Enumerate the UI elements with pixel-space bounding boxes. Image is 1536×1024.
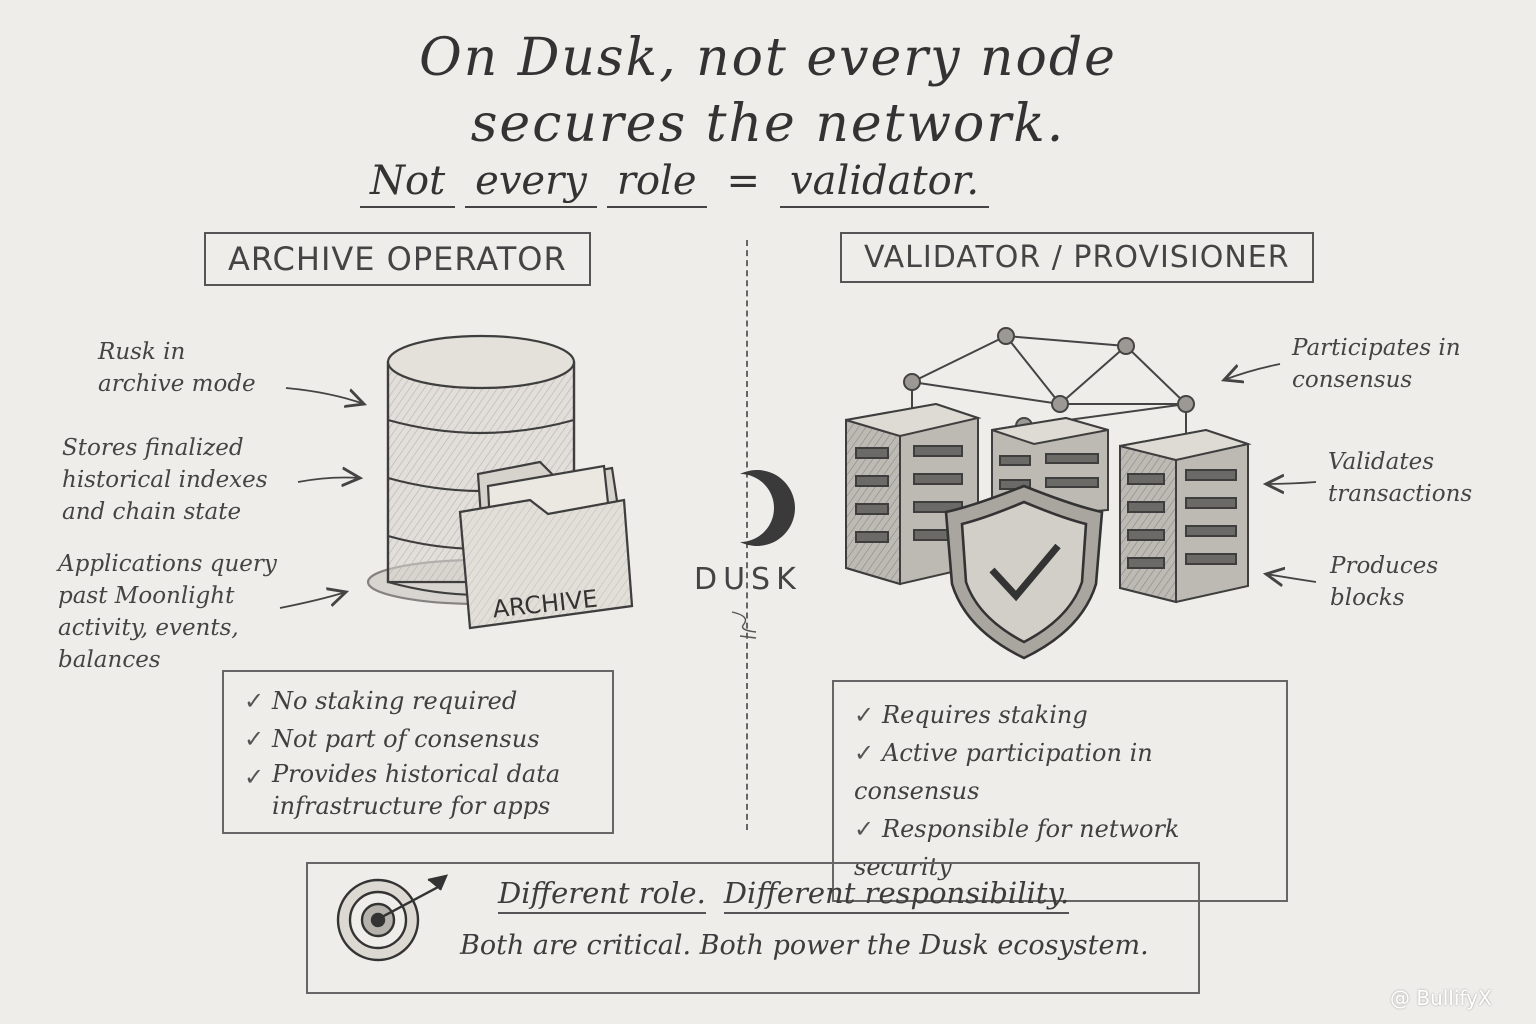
shield-check-icon — [944, 484, 1104, 660]
annotation-stores-finalized: Stores finalized historical indexes and … — [62, 435, 268, 525]
validator-provisioner-heading: VALIDATOR / PROVISIONER — [840, 232, 1314, 283]
annotation-rusk-archive: Rusk in archive mode — [98, 339, 256, 397]
bottom-line-1: Different role. Different responsibility. — [498, 876, 1087, 914]
annotation-applications-query: Applications query past Moonlight activi… — [58, 551, 277, 673]
bottom-line-2: Both are critical. Both power the Dusk e… — [460, 930, 1149, 961]
target-icon — [336, 874, 449, 962]
check-icon: ✓ — [244, 763, 265, 791]
title-line-1: On Dusk, not every node — [419, 28, 1117, 88]
bottom-banner — [306, 862, 1200, 994]
dusk-logo-text: DUSK — [694, 562, 802, 597]
archive-operator-heading: ARCHIVE OPERATOR — [204, 232, 591, 286]
validator-arrows — [1224, 363, 1317, 582]
watermark: @ BullifyX — [1390, 986, 1492, 1010]
center-divider — [746, 240, 748, 830]
server-rack-right-icon — [1119, 428, 1252, 604]
archive-checklist: ✓No staking required ✓Not part of consen… — [222, 670, 614, 834]
scribble-mark — [731, 611, 757, 639]
title-word-equals: = — [726, 158, 761, 204]
dusk-moon-icon — [740, 470, 795, 546]
title-word-role: role — [606, 158, 707, 208]
title-word-validator: validator. — [780, 158, 990, 208]
check-icon: ✓ — [244, 687, 265, 715]
validator-checklist: ✓Requires staking ✓Active participation … — [832, 680, 1288, 902]
archive-check-item: ✓Provides historical data infrastructure… — [244, 760, 561, 820]
validator-check-item: ✓Requires staking — [854, 696, 1266, 734]
different-role-text: Different role. — [498, 876, 706, 914]
archive-check-item: ✓Not part of consensus — [244, 720, 592, 758]
title-word-every: every — [465, 158, 597, 208]
different-responsibility-text: Different responsibility. — [723, 876, 1070, 914]
check-icon: ✓ — [244, 725, 265, 753]
title-line-2: secures the network. — [470, 94, 1066, 154]
check-icon: ✓ — [854, 815, 875, 843]
annotation-validates: Validates transactions — [1328, 449, 1473, 507]
validator-check-item: ✓Responsible for network security — [854, 810, 1266, 886]
annotation-participates: Participates in consensus — [1292, 335, 1461, 393]
check-icon: ✓ — [854, 739, 875, 767]
archive-check-item: ✓No staking required — [244, 682, 592, 720]
archive-folder-icon — [458, 460, 634, 630]
validator-check-item: ✓Active participation in consensus — [854, 734, 1266, 810]
annotation-produces: Produces blocks — [1330, 553, 1439, 611]
check-icon: ✓ — [854, 701, 875, 729]
archive-arrows — [279, 387, 364, 609]
title-word-not: Not — [360, 158, 456, 208]
